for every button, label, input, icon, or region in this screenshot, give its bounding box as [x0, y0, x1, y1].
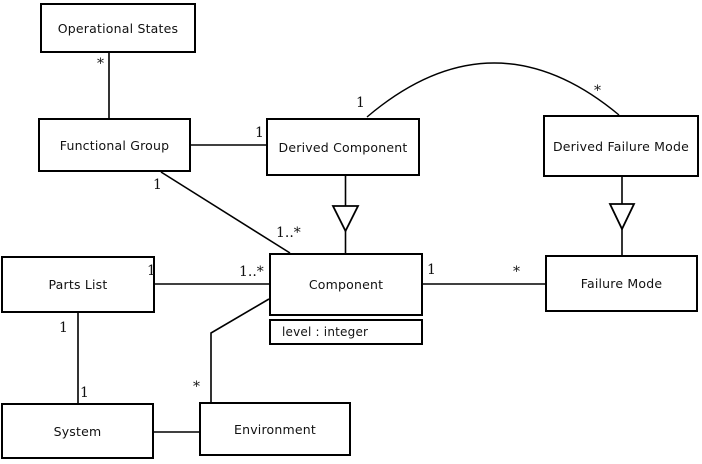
class-box-derived-component: Derived Component	[266, 118, 420, 176]
generalization-arrow-icon-failuremode	[608, 203, 636, 232]
class-box-system: System	[1, 403, 154, 459]
multiplicity-os-fg: *	[97, 56, 104, 72]
class-label: Failure Mode	[580, 276, 663, 291]
multiplicity-fg-comp-src: 1	[153, 177, 162, 193]
class-label: Operational States	[57, 20, 179, 36]
multiplicity-fg-dc: 1	[255, 125, 264, 141]
multiplicity-comp-fm-dst: *	[513, 264, 520, 280]
multiplicity-fg-comp-dst: 1..*	[276, 225, 301, 241]
class-label: System	[53, 423, 102, 439]
generalization-arrow-icon-component	[331, 205, 360, 234]
multiplicity-dc-dfm-dst: *	[594, 83, 601, 99]
class-box-failure-mode: Failure Mode	[545, 255, 698, 312]
class-box-derived-failure-mode: Derived Failure Mode	[543, 115, 699, 177]
multiplicity-pl-comp-src: 1	[147, 263, 156, 279]
class-box-functional-group: Functional Group	[38, 118, 191, 172]
attribute-label: level : integer	[282, 325, 369, 339]
edge-environment-component	[210, 298, 270, 402]
class-label: Derived Failure Mode	[552, 138, 690, 154]
class-box-environment: Environment	[199, 402, 351, 456]
class-box-parts-list: Parts List	[1, 256, 155, 313]
class-box-component: Component	[269, 253, 423, 316]
multiplicity-comp-fm-src: 1	[427, 262, 436, 278]
class-label: Functional Group	[59, 137, 170, 153]
class-label: Environment	[233, 421, 317, 437]
multiplicity-pl-comp-dst: 1..*	[239, 264, 264, 280]
multiplicity-dc-dfm-src: 1	[356, 95, 365, 111]
multiplicity-pl-sys-src: 1	[59, 320, 68, 336]
edge-derivedcomponent-derivedfailuremode-arc	[366, 62, 620, 118]
class-label: Component	[308, 277, 384, 292]
class-label: Parts List	[48, 277, 108, 292]
class-box-operational-states: Operational States	[40, 3, 196, 53]
multiplicity-pl-sys-dst: 1	[80, 385, 89, 401]
class-attribute-box-component: level : integer	[269, 319, 423, 345]
edge-functionalgroup-component	[160, 171, 291, 254]
class-label: Derived Component	[278, 139, 408, 155]
multiplicity-env-comp: *	[193, 379, 200, 395]
